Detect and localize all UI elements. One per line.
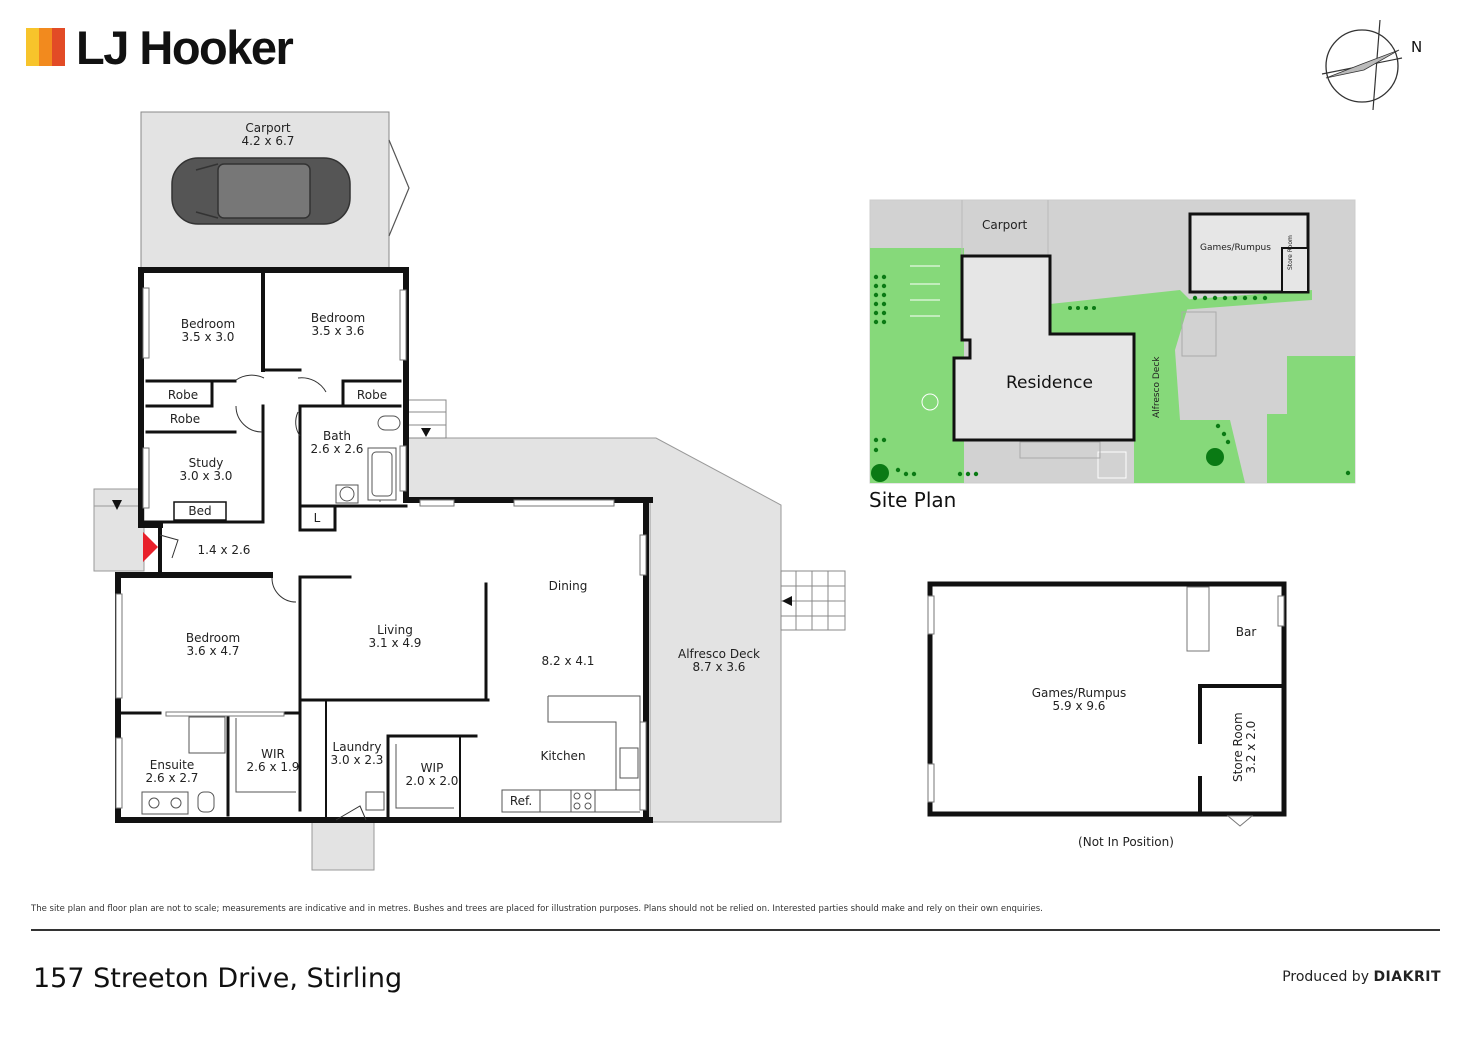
logo-bar-orange [39, 28, 52, 66]
site-plan-title: Site Plan [869, 488, 957, 512]
entry-marker-icon [143, 532, 158, 562]
site-plan-carport-label: Carport [982, 218, 1028, 232]
logo-bar-red [52, 28, 65, 66]
deck-stairs [780, 570, 846, 631]
entry-arrow-icon [112, 500, 122, 510]
room-label-robe-2: Robe [356, 388, 388, 402]
carport-gate [388, 139, 410, 237]
logo-bar-yellow [26, 28, 39, 66]
lj-hooker-logo: LJ Hooker [24, 21, 324, 82]
car-icon [171, 157, 351, 225]
site-plan-alfresco-label: Alfresco Deck [1152, 356, 1162, 419]
compass-icon [1321, 19, 1403, 111]
site-plan-store-label: Store Room [1287, 235, 1294, 270]
alfresco-deck [405, 437, 782, 823]
deck-stairs-arrow-icon [782, 596, 792, 606]
bath-stairs-arrow-icon [421, 428, 431, 437]
outbuilding-walls [927, 581, 1287, 817]
site-plan-residence [952, 254, 1136, 442]
site-plan-graphic [869, 199, 1356, 484]
disclaimer-text: The site plan and floor plan are not to … [31, 904, 1043, 914]
compass-north-label: N [1411, 38, 1423, 56]
site-plan-residence-label: Residence [1006, 373, 1093, 393]
room-label-robe-1: Robe [167, 388, 199, 402]
ensuite-fixtures [141, 716, 226, 815]
outbuilding-note: (Not In Position) [1078, 835, 1174, 849]
room-label-ref: Ref. [509, 794, 533, 808]
bath-fixtures [335, 415, 401, 504]
kitchen-bench [501, 695, 641, 813]
room-label-entry: 1.4 x 2.6 [197, 543, 251, 557]
room-label-robe-3: Robe [169, 412, 201, 426]
footer-divider [31, 929, 1440, 931]
wir-rail [235, 500, 454, 811]
outbuilding-bar-label: Bar [1235, 625, 1257, 639]
bath-stairs [405, 399, 447, 439]
room-label-dining: Dining [548, 579, 588, 593]
produced-by-brand: DIAKRIT [1373, 969, 1441, 985]
property-address: 157 Streeton Drive, Stirling [33, 963, 403, 994]
produced-by-prefix: Produced by [1282, 969, 1369, 985]
windows [115, 287, 647, 811]
produced-by: Produced by DIAKRIT [1282, 969, 1441, 985]
room-label-bed: Bed [188, 504, 212, 518]
outbuilding-details [927, 586, 1285, 827]
room-label-l: L [313, 511, 321, 525]
room-label-kitchen: Kitchen [540, 749, 586, 763]
logo-text: LJ Hooker [76, 21, 294, 74]
laundry-step [311, 821, 375, 871]
room-label-dining-dims: 8.2 x 4.1 [541, 654, 595, 668]
site-plan-games-label: Games/Rumpus [1200, 243, 1271, 253]
doors [159, 374, 367, 821]
